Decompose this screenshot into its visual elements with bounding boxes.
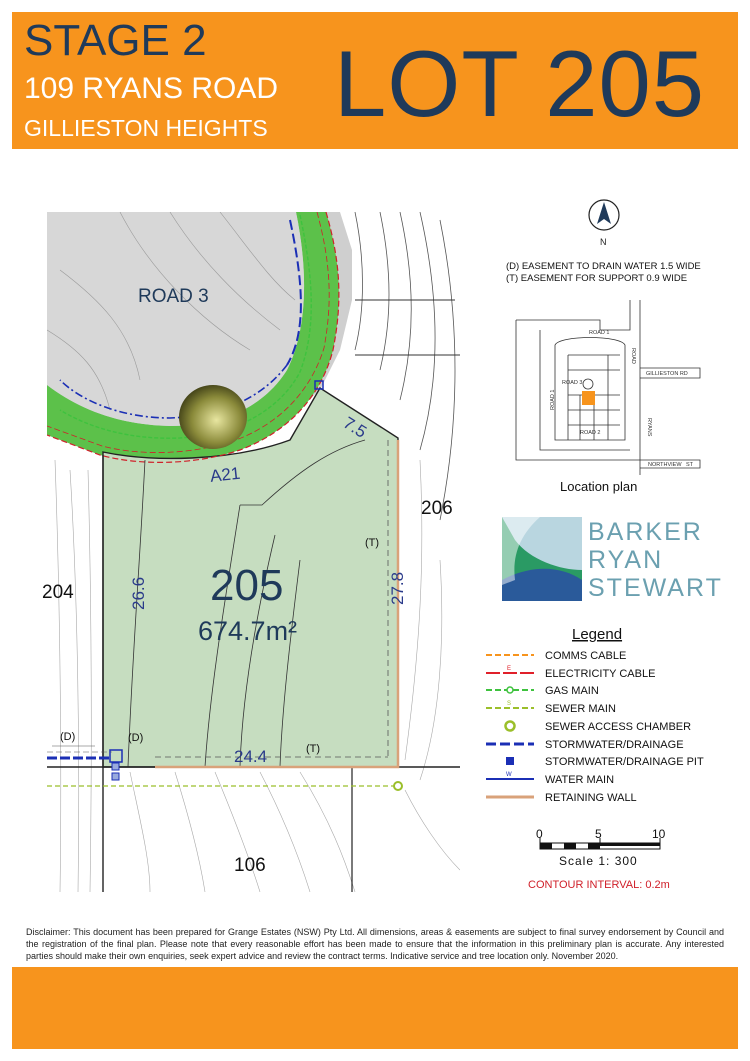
lot-number-label: 205 — [210, 561, 283, 610]
stormwater-line — [59, 364, 288, 419]
road-verge — [47, 212, 339, 463]
dimension-bottom: 24.4 — [234, 747, 267, 766]
easement-note-d: (D) EASEMENT TO DRAIN WATER 1.5 WIDE — [506, 261, 701, 272]
scale-tick-0: 0 — [536, 827, 543, 841]
easement-t-bottom: (T) — [306, 743, 320, 755]
brand-logo-icon — [502, 517, 582, 601]
neighbour-204: 204 — [42, 582, 74, 603]
easement-t-right: (T) — [365, 537, 379, 549]
drainage-pit-lower — [111, 762, 120, 771]
location-plan-caption: Location plan — [560, 479, 637, 494]
legend-glyph-w: W — [506, 772, 512, 778]
drainage-pit — [314, 380, 324, 390]
legend-item-stormwater: STORMWATER/DRAINAGE — [545, 739, 684, 751]
location-plan — [515, 300, 701, 475]
road-inner — [47, 212, 305, 426]
street-address: 109 RYANS ROAD — [24, 72, 278, 105]
stage-title: STAGE 2 — [24, 16, 207, 65]
loc-road-1: ROAD 1 — [589, 330, 609, 336]
scale-tick-10: 10 — [652, 827, 666, 841]
contour-interval: CONTOUR INTERVAL: 0.2m — [528, 879, 670, 891]
dimension-left: 26.6 — [129, 577, 148, 610]
suburb-name: GILLIESTON HEIGHTS — [24, 115, 268, 141]
drainage-pit-lower-2 — [111, 772, 120, 781]
site-plan — [47, 212, 460, 892]
title-banner: STAGE 2 109 RYANS ROAD GILLIESTON HEIGHT… — [12, 12, 738, 149]
legend-glyph-s: S — [507, 701, 511, 707]
legend-item-comms: COMMS CABLE — [545, 650, 626, 662]
loc-ryans: RYANS — [646, 418, 652, 437]
disclaimer-text: Disclaimer: This document has been prepa… — [26, 927, 724, 961]
loc-northview: NORTHVIEW — [648, 462, 682, 468]
lot-title: LOT 205 — [334, 31, 706, 136]
road-contours — [47, 212, 296, 411]
scale-label: Scale 1: 300 — [559, 854, 638, 868]
electricity-arc-inner — [47, 212, 330, 453]
legend-item-sewer-chamber: SEWER ACCESS CHAMBER — [545, 721, 691, 733]
footer-banner — [12, 967, 738, 1049]
legend-glyph-e: E — [507, 666, 511, 672]
retaining-wall — [155, 440, 400, 769]
legend-item-gas: GAS MAIN — [545, 685, 599, 697]
north-arrow-icon — [588, 199, 620, 231]
brand-line-1: BARKER — [588, 518, 703, 546]
brand-line-2: RYAN — [588, 546, 663, 574]
loc-road-3: ROAD 3 — [562, 380, 582, 386]
road-3-label: ROAD 3 — [138, 286, 209, 307]
tree-icon — [179, 385, 247, 449]
location-lot-highlight — [582, 391, 595, 405]
neighbour-106: 106 — [234, 855, 266, 876]
loc-road-1-side: ROAD 1 — [550, 390, 556, 410]
water-main-line — [286, 219, 302, 366]
legend-symbols — [486, 654, 534, 799]
outer-contours — [354, 212, 456, 521]
lot-contours — [127, 439, 366, 768]
brand-line-3: STEWART — [588, 574, 723, 602]
north-letter: N — [600, 237, 607, 247]
loc-road-2: ROAD 2 — [580, 430, 600, 436]
scale-tick-5: 5 — [595, 827, 602, 841]
lot-area-label: 674.7m² — [198, 616, 297, 646]
drainage-pit-small — [109, 749, 123, 763]
easement-d-left: (D) — [60, 731, 75, 743]
dimension-arc: A21 — [209, 464, 241, 486]
loc-st: ST — [686, 462, 694, 468]
background-contours — [54, 459, 460, 892]
legend-item-electricity: ELECTRICITY CABLE — [545, 668, 655, 680]
legend-item-water: WATER MAIN — [545, 774, 614, 786]
legend-item-retaining: RETAINING WALL — [545, 792, 637, 804]
sewer-access-chamber — [393, 781, 403, 791]
electricity-arc-outer — [47, 212, 340, 463]
gas-main-line — [59, 214, 312, 439]
scale-bar — [539, 838, 661, 850]
legend-item-stormwater-pit: STORMWATER/DRAINAGE PIT — [545, 756, 704, 768]
dimension-right: 27.8 — [388, 572, 407, 605]
legend-title: Legend — [572, 626, 622, 643]
neighbour-206: 206 — [421, 498, 453, 519]
easement-d-right: (D) — [128, 732, 143, 744]
legend-item-sewer: SEWER MAIN — [545, 703, 616, 715]
easement-note-t: (T) EASEMENT FOR SUPPORT 0.9 WIDE — [506, 273, 687, 284]
loc-gillieston: GILLIESTON RD — [646, 371, 688, 377]
loc-road-side: ROAD — [630, 348, 636, 364]
